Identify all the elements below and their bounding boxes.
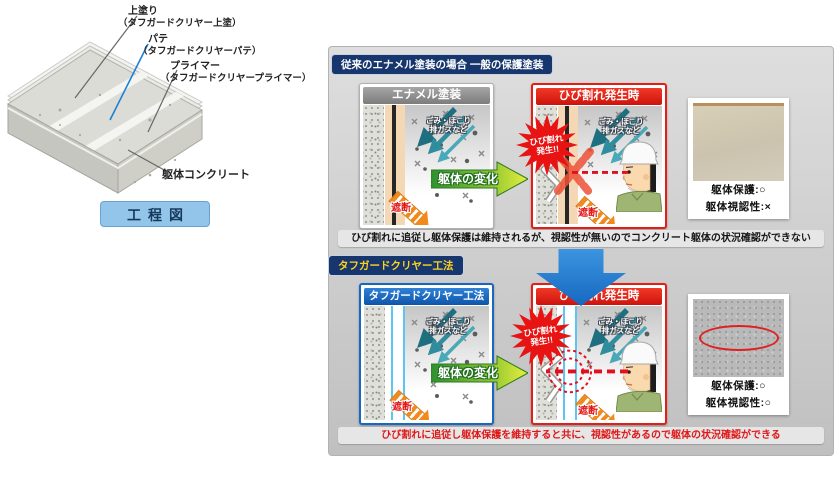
pollutants-cloud: ごみ・ほこり 排ガスなど	[425, 317, 471, 335]
enamel-crack-panel: ひび割れ発生時	[531, 83, 667, 229]
clear-surface-card: 躯体保護:○ 躯体視認性:○	[688, 294, 789, 415]
putty-strip	[558, 106, 565, 224]
layer-name: パテ	[148, 34, 168, 45]
label-primer: プライマー （タフガードクリヤープライマー）	[160, 61, 311, 85]
air-zone: ごみ・ほこり 排ガスなど	[405, 306, 489, 420]
putty-strip	[385, 105, 392, 225]
enamel-before-panel: エナメル塗装	[359, 83, 494, 229]
change-arrow: 躯体の変化	[430, 355, 530, 391]
layer-name: プライマー	[170, 61, 220, 72]
crack-highlight-ellipse	[699, 325, 779, 351]
panel-title: タフガードクリヤー工法	[364, 288, 489, 305]
clear-before-panel: タフガードクリヤー工法	[359, 283, 494, 425]
block-label: 遮断	[578, 406, 598, 417]
clear-method-caption: ひび割れに追従し躯体保護を維持すると共に、視認性があるので躯体の状況確認ができる	[338, 427, 824, 444]
enamel-surface-photo	[693, 103, 784, 181]
layer-name: 上塗り	[128, 6, 158, 17]
clear-method-section-badge: タフガードクリヤー工法	[329, 256, 463, 275]
label-putty: パテ （タフガードクリヤーパテ）	[138, 34, 261, 58]
pollutants-cloud: ごみ・ほこり 排ガスなど	[598, 317, 643, 335]
concrete-strip	[364, 306, 385, 420]
label-topcoat: 上塗り （タフガードクリヤー上塗）	[118, 6, 242, 30]
process-diagram: 上塗り （タフガードクリヤー上塗） パテ （タフガードクリヤーパテ） プライマー…	[0, 0, 322, 245]
block-label: 遮断	[578, 208, 598, 219]
conventional-caption: ひび割れに追従し躯体保護は維持されるが、視認性が無いのでコンクリート躯体の状況確…	[338, 230, 824, 247]
crack-burst-icon: ひび割れ 発生!!	[510, 305, 572, 367]
change-arrow: 躯体の変化	[430, 161, 530, 197]
block-label: 遮断	[392, 402, 412, 413]
conventional-section-badge: 従来のエナメル塗装の場合 一般の保護塗装	[332, 55, 553, 74]
wall-cross-section: ごみ・ほこり 排ガスなど 遮断	[363, 105, 490, 225]
green-arrow-shape	[430, 355, 530, 391]
panel-title: エナメル塗装	[363, 87, 490, 104]
change-arrow-label: 躯体の変化	[437, 366, 498, 380]
air-zone: ごみ・ほこり 排ガスなど	[405, 105, 490, 225]
pollutants-cloud: ごみ・ほこり 排ガスなど	[426, 116, 471, 134]
enamel-coat-strip	[392, 105, 396, 225]
inspector-worker	[615, 134, 662, 217]
crack-burst-icon: ひび割れ 発生!!	[516, 114, 578, 176]
green-arrow-shape	[430, 161, 530, 197]
change-arrow-label: 躯体の変化	[437, 172, 498, 186]
primer-strip	[396, 105, 405, 225]
rating-protection: 躯体保護:○	[711, 380, 766, 392]
pollutants-cloud: ごみ・ほこり 排ガスなど	[598, 117, 644, 135]
label-structural-concrete: 躯体コンクリート	[162, 169, 250, 181]
layer-detail: （タフガードクリヤーパテ）	[138, 46, 262, 57]
layer-detail: （タフガードクリヤー上塗）	[118, 18, 242, 29]
pollutants-decoration	[411, 308, 485, 404]
layer-detail: （タフガードクリヤープライマー）	[160, 73, 312, 84]
comparison-board: 従来のエナメル塗装の場合 一般の保護塗装 エナメル塗装	[328, 46, 834, 456]
block-label: 遮断	[391, 203, 411, 214]
rating-protection: 躯体保護:○	[711, 184, 766, 196]
wall-cross-section: ごみ・ほこり 排ガスなど 遮断	[364, 306, 489, 420]
inspector-worker	[615, 334, 662, 417]
panel-title: ひび割れ発生時	[536, 88, 662, 105]
rating-visibility: 躯体視認性:×	[705, 200, 772, 213]
concrete-slab-illustration	[7, 15, 203, 194]
clear-surface-photo	[693, 299, 784, 377]
wall-cross-section: ごみ・ほこり 排ガスなど	[536, 106, 662, 224]
rating-visibility: 躯体視認性:○	[705, 396, 772, 409]
process-diagram-caption: 工程図	[100, 201, 210, 227]
pollutants-decoration	[411, 107, 485, 203]
enamel-surface-card: 躯体保護:○ 躯体視認性:×	[688, 98, 789, 219]
concrete-strip	[363, 105, 384, 225]
